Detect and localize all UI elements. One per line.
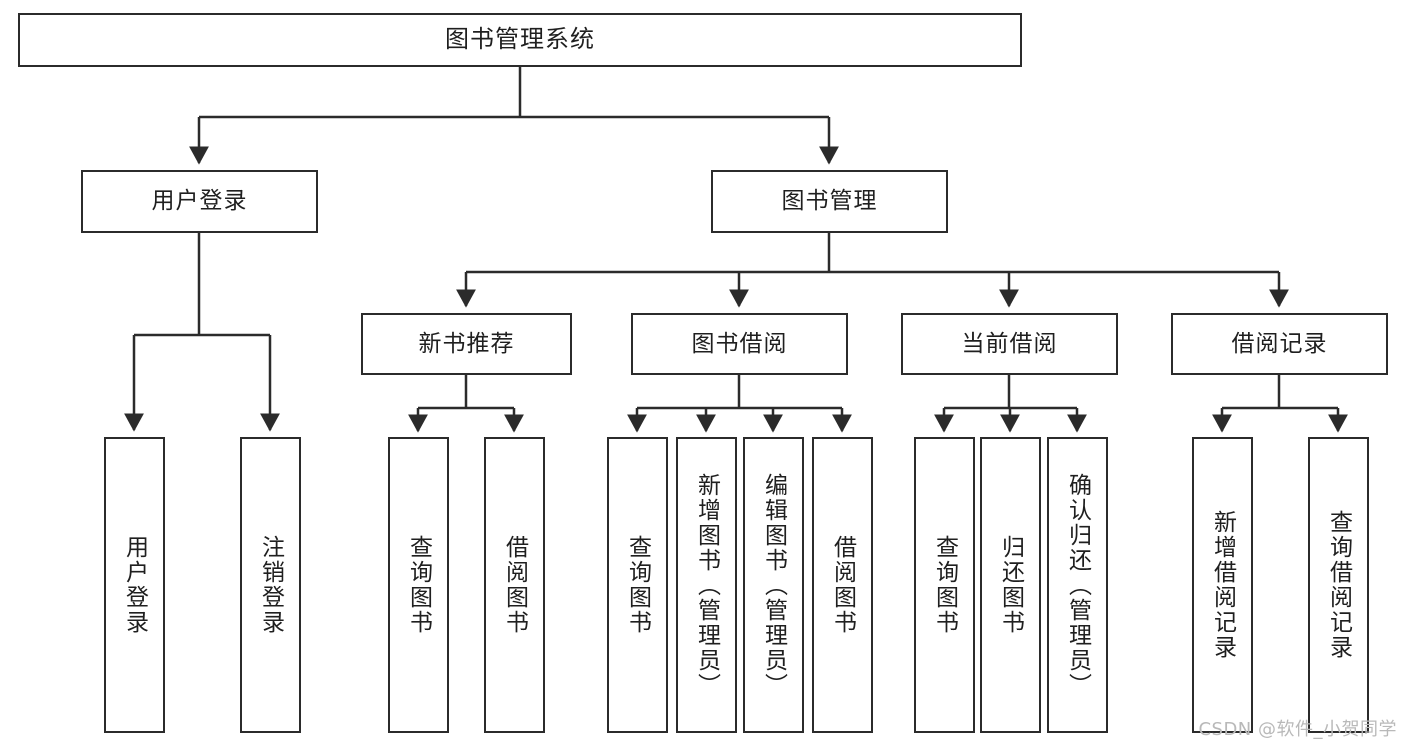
leaf-add-borrow-record-label: 新增借阅记录 [1209,510,1236,660]
leaf-query-book-3[interactable]: 查询图书 [914,437,975,733]
leaf-confirm-return[interactable]: 确认归还（管理员） [1047,437,1108,733]
node-book-management-label: 图书管理 [781,188,878,215]
node-root-label: 图书管理系统 [445,25,595,54]
leaf-add-book[interactable]: 新增图书（管理员） [676,437,737,733]
leaf-user-login[interactable]: 用户登录 [104,437,165,733]
leaf-add-borrow-record[interactable]: 新增借阅记录 [1192,437,1253,733]
leaf-add-book-label: 新增图书（管理员） [693,472,720,698]
watermark: CSDN @软件_小贺同学 [1198,719,1397,740]
leaf-return-book-label: 归还图书 [997,535,1024,635]
leaf-confirm-return-label: 确认归还（管理员） [1064,472,1091,698]
node-new-book-recommend-label: 新书推荐 [418,330,515,357]
leaf-user-login-label: 用户登录 [121,535,148,635]
leaf-query-book-1-label: 查询图书 [405,535,432,635]
leaf-logout-login-label: 注销登录 [257,535,284,635]
leaf-logout-login[interactable]: 注销登录 [240,437,301,733]
leaf-edit-book[interactable]: 编辑图书（管理员） [743,437,804,733]
leaf-query-book-3-label: 查询图书 [931,535,958,635]
node-book-management[interactable]: 图书管理 [711,170,948,233]
leaf-borrow-book-2[interactable]: 借阅图书 [812,437,873,733]
leaf-query-book-2[interactable]: 查询图书 [607,437,668,733]
node-root[interactable]: 图书管理系统 [18,13,1022,67]
node-current-borrow[interactable]: 当前借阅 [901,313,1118,375]
node-user-login-label: 用户登录 [151,188,248,215]
leaf-return-book[interactable]: 归还图书 [980,437,1041,733]
node-user-login[interactable]: 用户登录 [81,170,318,233]
leaf-query-borrow-record-label: 查询借阅记录 [1325,510,1352,660]
node-book-borrow[interactable]: 图书借阅 [631,313,848,375]
node-borrow-record[interactable]: 借阅记录 [1171,313,1388,375]
leaf-borrow-book-1[interactable]: 借阅图书 [484,437,545,733]
leaf-borrow-book-2-label: 借阅图书 [829,535,856,635]
leaf-query-book-2-label: 查询图书 [624,535,651,635]
leaf-query-book-1[interactable]: 查询图书 [388,437,449,733]
leaf-edit-book-label: 编辑图书（管理员） [760,472,787,698]
node-book-borrow-label: 图书借阅 [691,330,788,357]
leaf-query-borrow-record[interactable]: 查询借阅记录 [1308,437,1369,733]
leaf-borrow-book-1-label: 借阅图书 [501,535,528,635]
node-borrow-record-label: 借阅记录 [1231,330,1328,357]
node-current-borrow-label: 当前借阅 [961,330,1058,357]
node-new-book-recommend[interactable]: 新书推荐 [361,313,572,375]
